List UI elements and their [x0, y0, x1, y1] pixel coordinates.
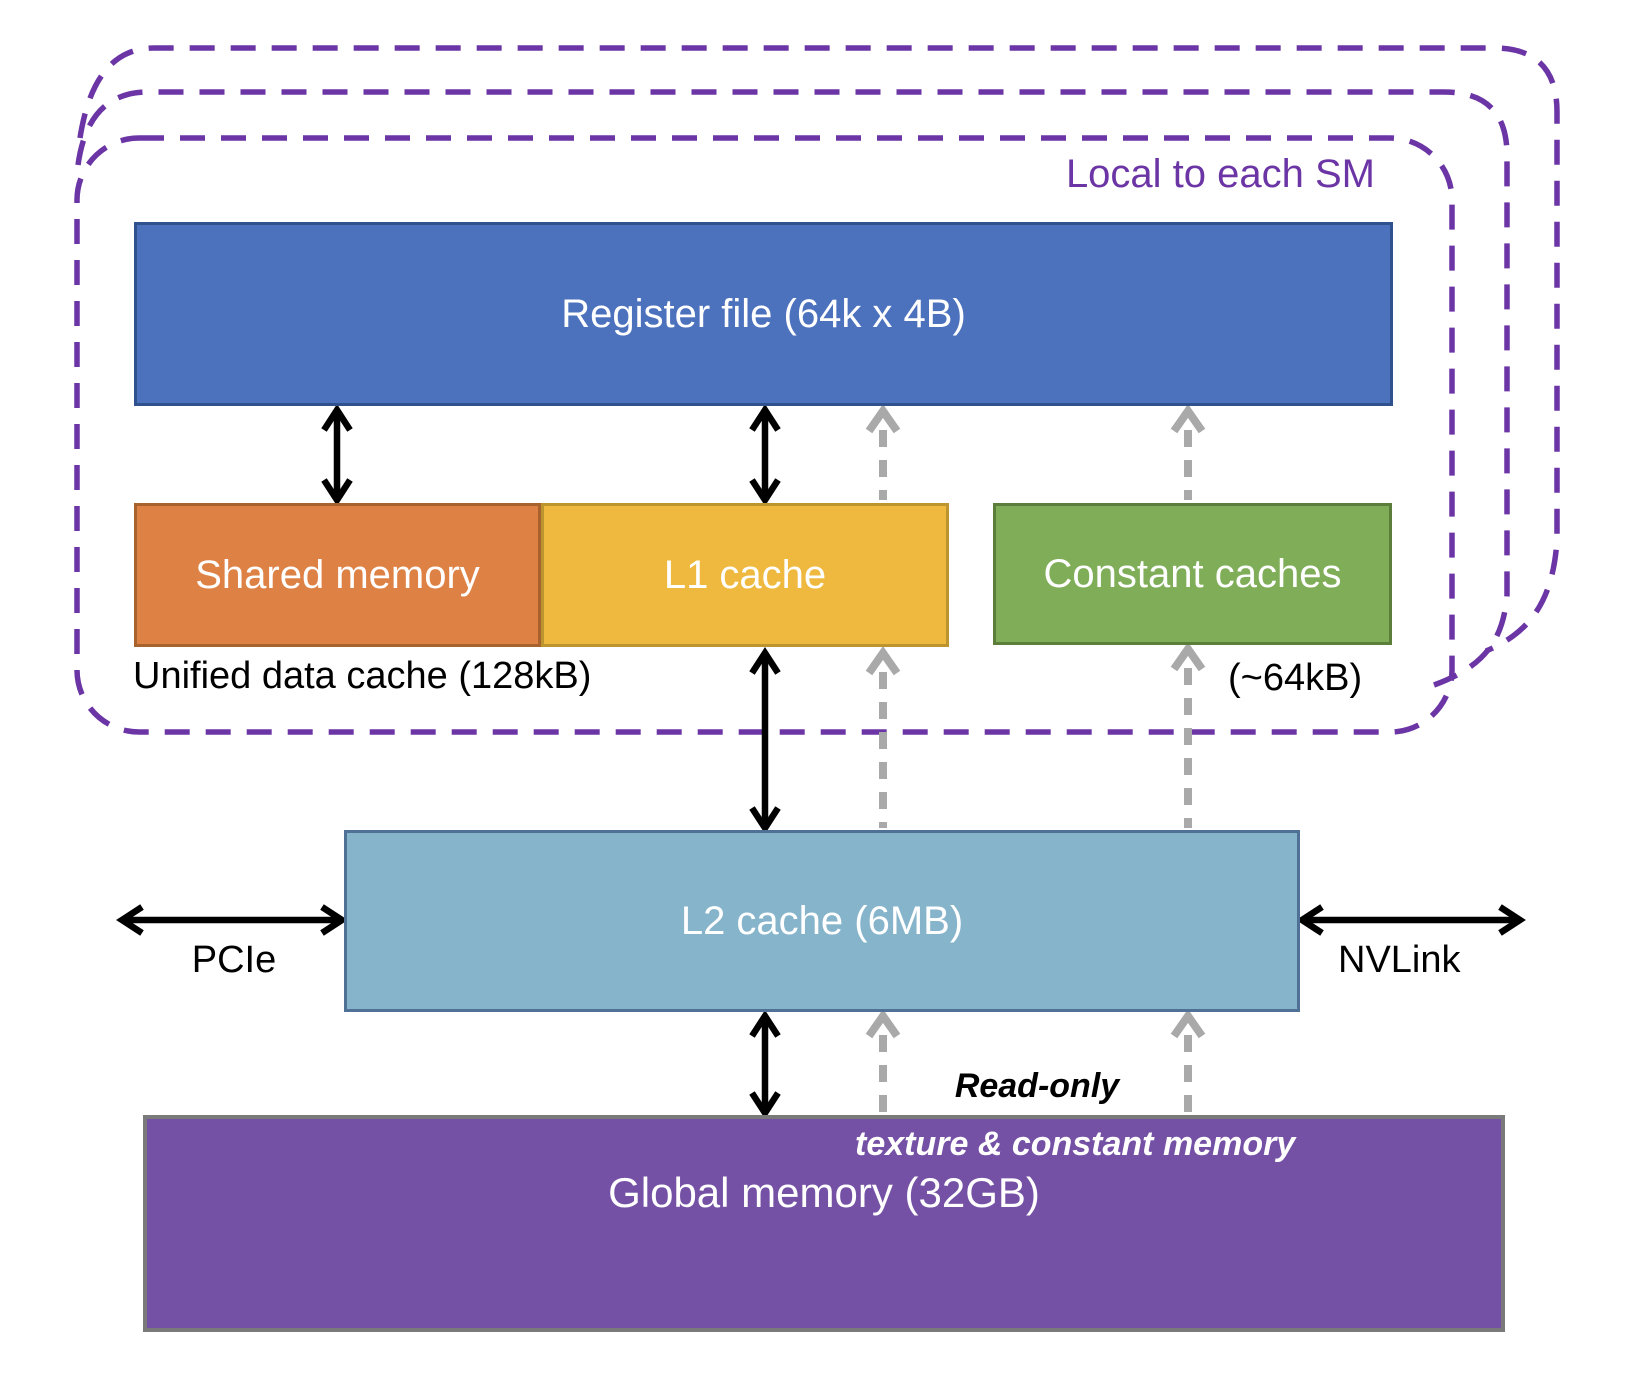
readonly-arrow-left-seg3 [865, 1009, 901, 1113]
nvlink-label: NVLink [1338, 939, 1461, 981]
constant-caches-box: Constant caches [993, 503, 1392, 645]
arrow-l1-l2 [749, 647, 781, 834]
read-only-label: Read-only [954, 1067, 1120, 1105]
shared-memory-box: Shared memory [134, 503, 541, 647]
constant-cache-size-label: (~64kB) [1228, 657, 1363, 699]
arrow-l2-global [749, 1010, 781, 1119]
shared-memory-label: Shared memory [195, 553, 480, 597]
unified-data-cache-label: Unified data cache (128kB) [133, 655, 592, 697]
l2-cache-box: L2 cache (6MB) [344, 830, 1300, 1012]
sm-outline-group [74, 45, 1560, 735]
register-file-box: Register file (64k x 4B) [134, 222, 1393, 406]
black-arrows [116, 404, 1526, 1119]
l1-cache-label: L1 cache [663, 553, 827, 597]
readonly-arrows [865, 404, 1206, 1113]
readonly-arrow-right-seg3 [1170, 1009, 1206, 1113]
arrow-register-l1 [749, 404, 781, 506]
texture-constant-memory-label: texture & constant memory [855, 1125, 1296, 1163]
l2-cache-label: L2 cache (6MB) [680, 899, 964, 943]
readonly-arrow-right-seg2 [1170, 642, 1206, 828]
pcie-label: PCIe [191, 939, 277, 981]
global-memory-label: Global memory (32GB) [608, 1169, 1040, 1216]
readonly-arrow-left-seg2 [865, 646, 901, 828]
sm-outline-outer [77, 45, 1560, 654]
local-to-each-sm-label: Local to each SM [1065, 152, 1375, 196]
l1-cache-box: L1 cache [541, 503, 949, 647]
global-memory-box [143, 1115, 1505, 1332]
arrow-register-shared [321, 404, 353, 506]
readonly-arrow-right-seg1 [1170, 404, 1206, 500]
constant-caches-label: Constant caches [1043, 552, 1342, 596]
arrow-l2-nvlink [1296, 904, 1526, 936]
arrow-pcie-l2 [116, 904, 348, 936]
register-file-label: Register file (64k x 4B) [561, 292, 966, 336]
sm-outline-middle [75, 89, 1510, 688]
sm-outline-inner [74, 135, 1455, 735]
readonly-arrow-left-seg1 [865, 404, 901, 500]
